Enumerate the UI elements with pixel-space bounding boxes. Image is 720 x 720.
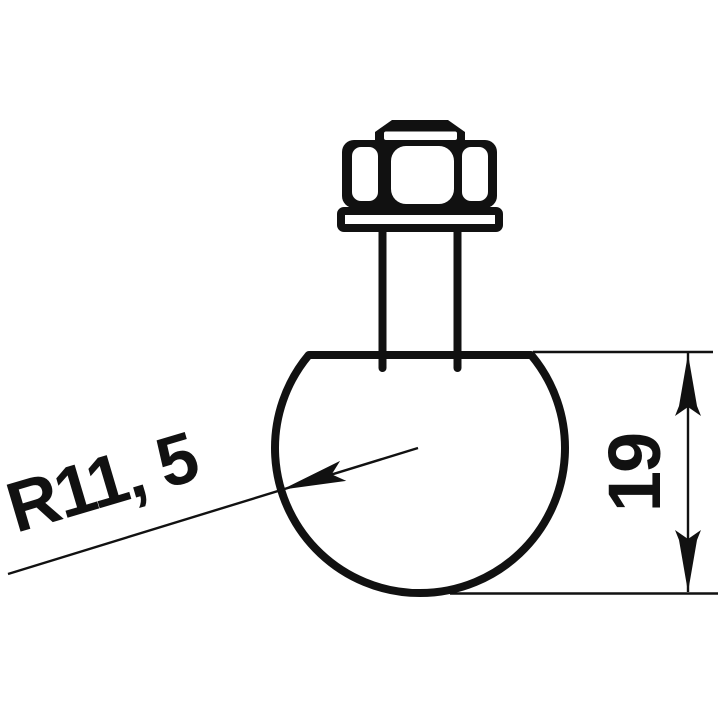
height-dimension: 19 [450,350,718,595]
dimension-arrow-top [675,354,701,416]
washer [337,207,503,232]
hex-head [342,140,497,208]
radius-arrow [282,460,347,490]
hex-facet-right [462,147,488,201]
hex-facet-left [352,147,378,201]
bolt-shaft [378,225,462,372]
bolt-cap-face [384,131,457,140]
radius-leader-line [7,446,419,576]
dimension-arrow-bottom [675,530,701,592]
hex-facet-middle [391,146,454,204]
ball [271,351,569,598]
height-label: 19 [593,434,676,512]
radius-label: R11, 5 [0,418,206,549]
radius-dimension: R11, 5 [0,418,419,576]
